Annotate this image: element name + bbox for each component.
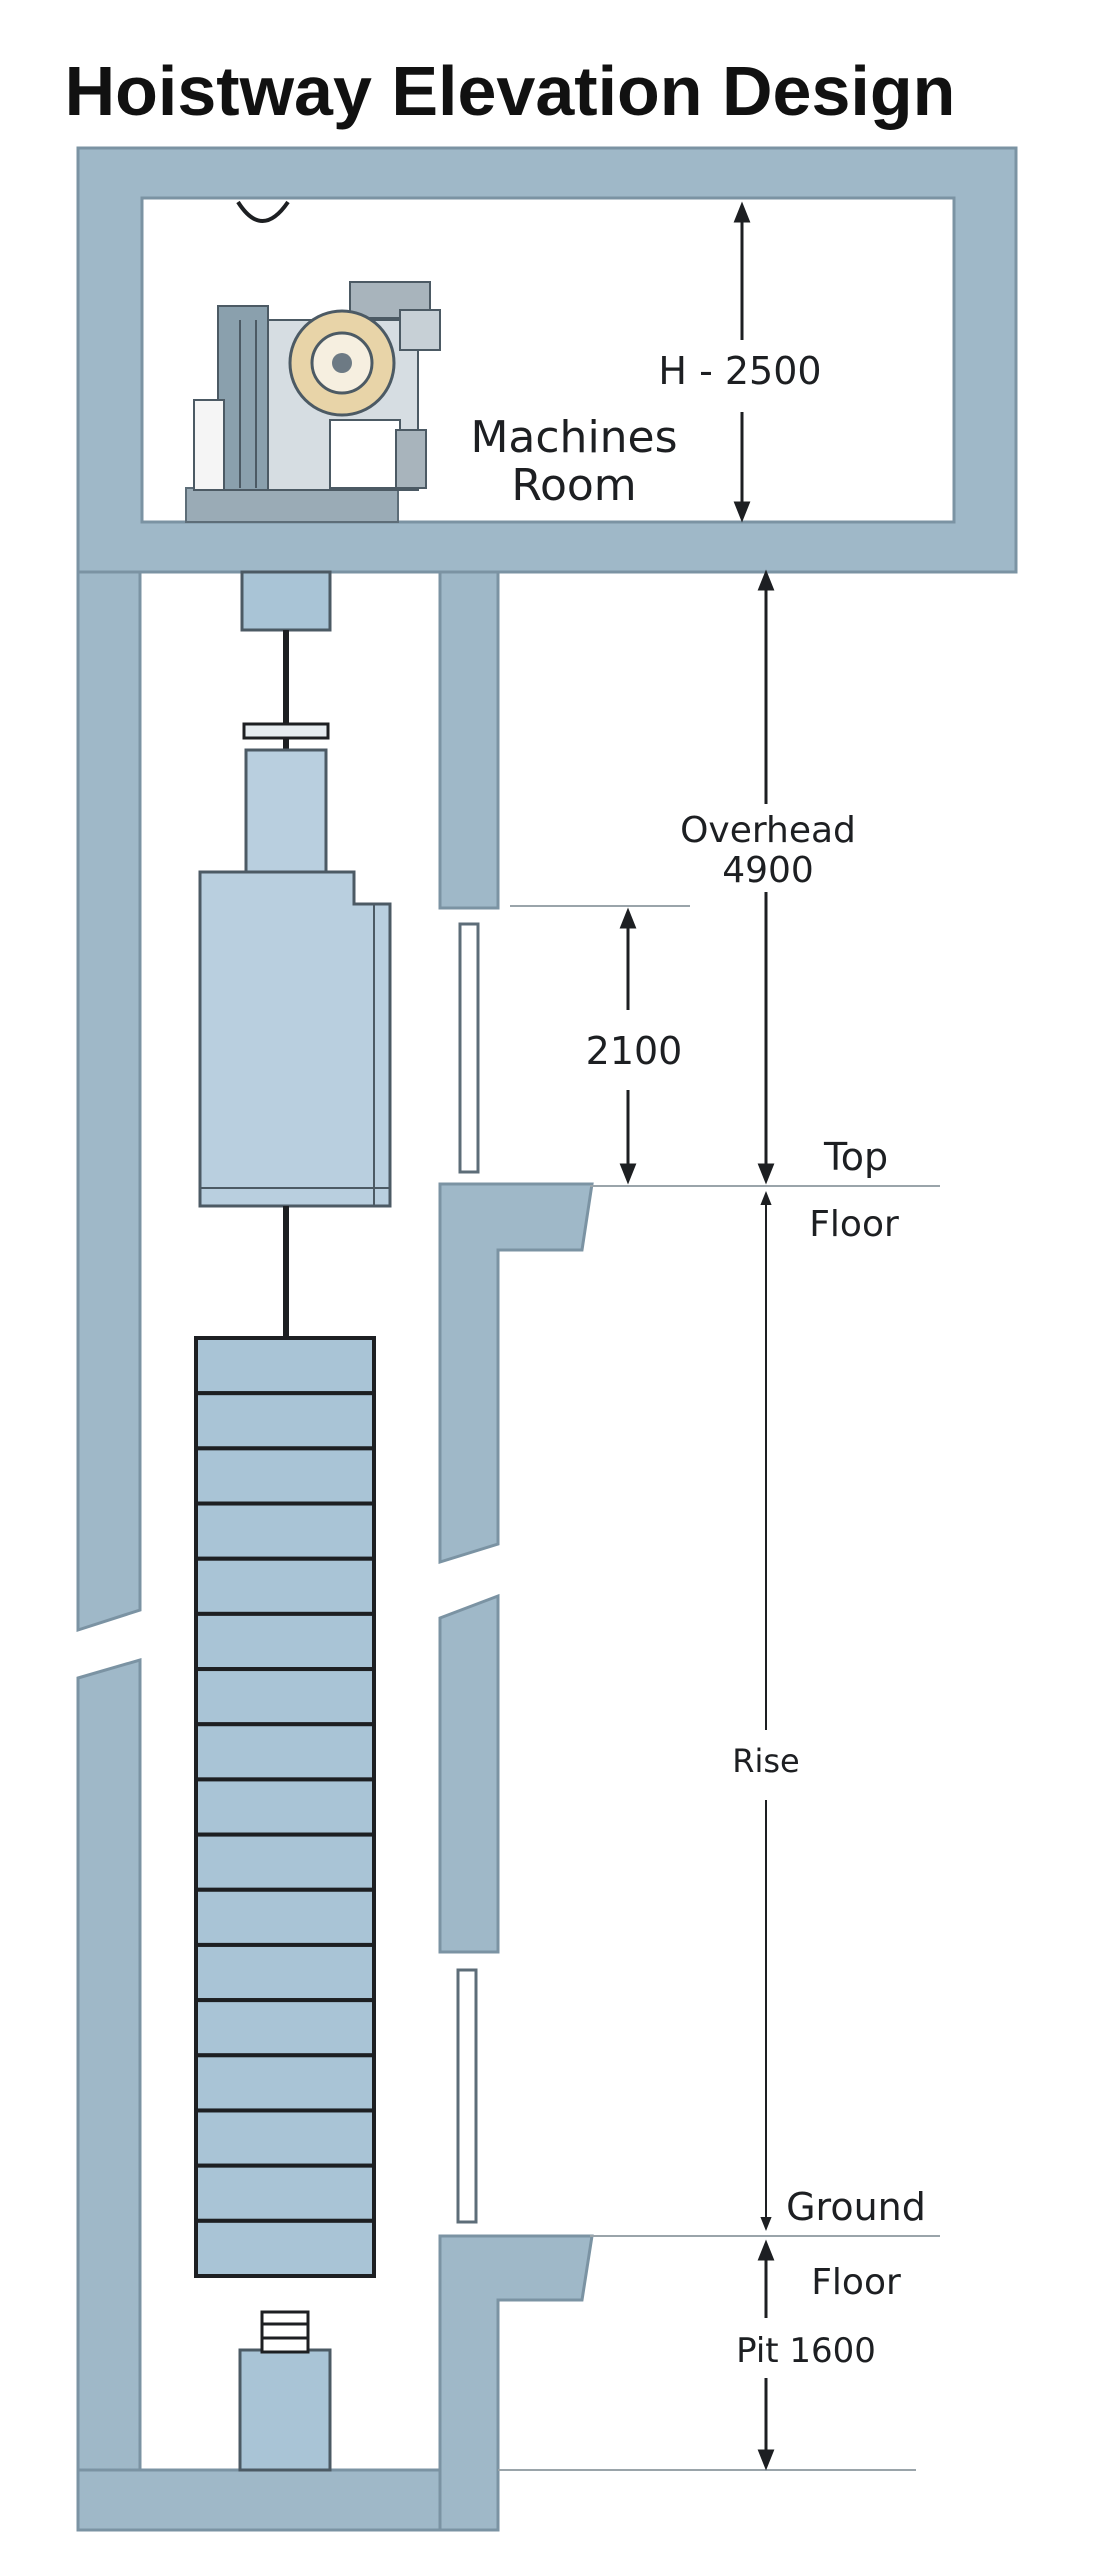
machine-room-height-label: H - 2500 <box>658 349 821 393</box>
machine-room <box>76 146 1018 574</box>
top-floor-slab <box>438 1182 594 1565</box>
top-floor-label-line1: Top <box>823 1135 888 1179</box>
hook-icon <box>236 200 290 223</box>
traction-machine-icon <box>185 281 441 523</box>
machine-room-label-line2: Room <box>511 460 636 511</box>
ground-floor-slab <box>438 2234 594 2532</box>
shaft-wall-3 <box>438 1593 500 1954</box>
machine-room-walls <box>76 146 1018 574</box>
counterweight-block <box>194 1611 376 1672</box>
counterweight-block <box>194 1667 376 1727</box>
top-floor-label-line2: Floor <box>809 1204 899 1245</box>
counterweight-block <box>194 2108 376 2168</box>
elevator-car-assembly <box>198 570 392 1338</box>
counterweight-block <box>194 1832 376 1892</box>
shaft-wall-1 <box>438 570 500 910</box>
counterweight-block <box>194 1556 376 1616</box>
elevator-car <box>198 870 392 1208</box>
counterweight-block <box>194 1887 376 1947</box>
pit-floor <box>76 2468 500 2532</box>
counterweight-block <box>194 1998 376 2058</box>
top-floor-door <box>458 922 480 1174</box>
sheave-block <box>240 570 332 632</box>
counterweight-stack <box>194 1336 376 2278</box>
ground-floor-label-line1: Ground <box>786 2185 926 2229</box>
counterweight-block <box>194 1501 376 1561</box>
pit-buffer <box>238 2310 332 2472</box>
counterweight-block <box>194 1391 376 1451</box>
door-height-label: 2100 <box>586 1029 683 1073</box>
car-crosshead <box>244 748 328 876</box>
counterweight-block <box>194 2053 376 2113</box>
counterweight-block <box>194 2218 376 2278</box>
pit-label: Pit 1600 <box>736 2331 876 2371</box>
counterweight-block <box>194 1777 376 1837</box>
counterweight-block <box>194 2163 376 2223</box>
rise-label: Rise <box>732 1742 799 1780</box>
left-wall-lower <box>76 1658 142 2472</box>
counterweight-block <box>194 1942 376 2003</box>
counterweight-block <box>194 1722 376 1782</box>
counterweight-block <box>194 1336 376 1396</box>
diagram-title: Hoistway Elevation Design <box>65 52 956 130</box>
ground-floor-door <box>456 1968 478 2224</box>
ground-floor-label-line2: Floor <box>811 2262 901 2303</box>
overhead-label-line2: 4900 <box>722 850 814 891</box>
overhead-label-line1: Overhead <box>680 810 856 851</box>
left-wall-upper <box>76 570 142 1633</box>
machine-room-label-line1: Machines <box>470 412 677 463</box>
counterweight-block <box>194 1446 376 1506</box>
